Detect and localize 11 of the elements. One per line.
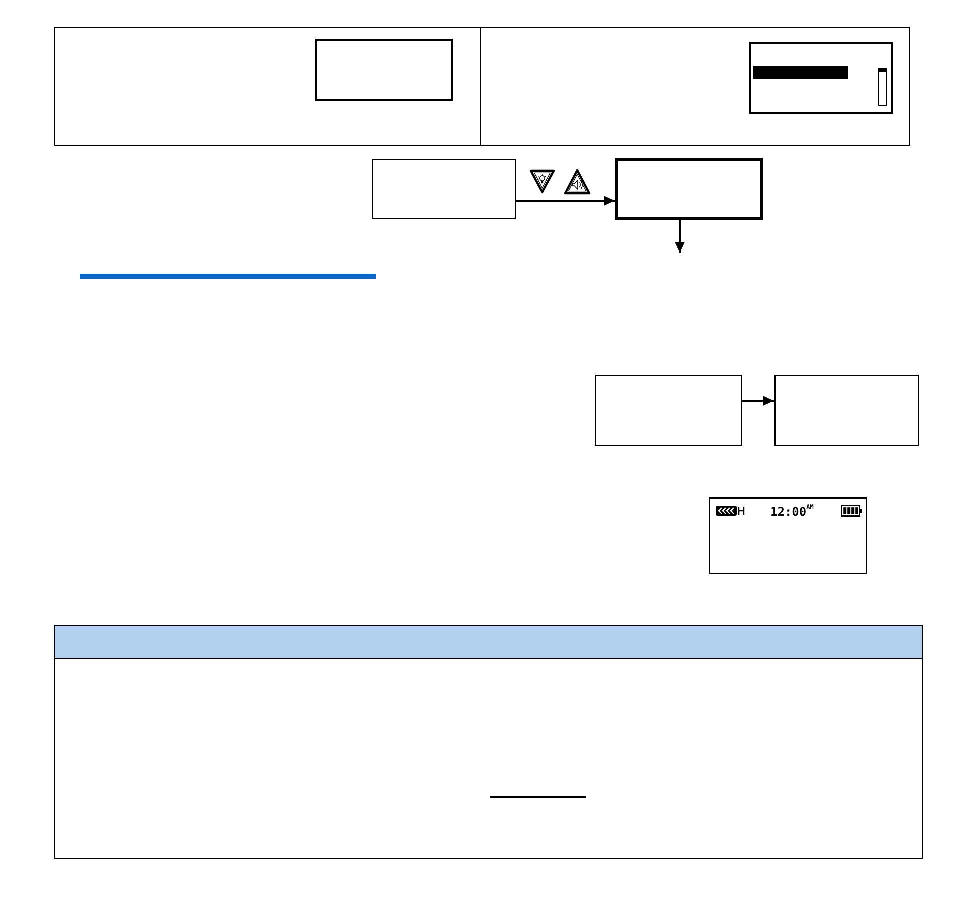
process-box (774, 375, 919, 446)
process-box (595, 375, 742, 446)
process-box (615, 158, 763, 220)
process-box (372, 159, 516, 219)
arrow (516, 196, 615, 206)
arrow (742, 396, 774, 406)
display-screen (709, 497, 867, 574)
display-screen (315, 39, 453, 101)
display-screen (749, 42, 893, 114)
arrow (675, 220, 685, 253)
time-text: 12:00$^{AM}$ (770, 504, 814, 518)
